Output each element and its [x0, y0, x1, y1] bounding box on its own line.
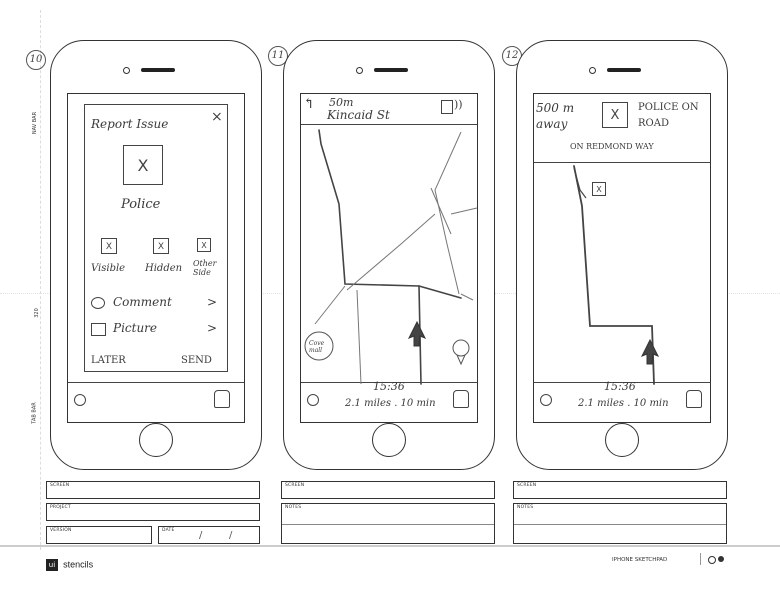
send-button[interactable]: SEND: [181, 355, 212, 366]
tab-bar-label: TAB BAR: [31, 402, 38, 424]
nav-bar-label: NAV BAR: [32, 111, 39, 135]
report-dialog: Report Issue × X Police X X X Visible Hi…: [84, 104, 228, 372]
date-separator: /: [199, 530, 203, 541]
later-button[interactable]: LATER: [91, 355, 126, 366]
eta-time: 15:36: [604, 380, 636, 393]
brand-name: stencils: [63, 559, 94, 570]
notes-rule: [282, 524, 494, 525]
project-field[interactable]: PROJECT: [46, 503, 260, 521]
comment-icon: [91, 297, 105, 309]
picture-label: Picture: [113, 321, 158, 335]
date-field-label: DATE: [162, 528, 175, 533]
screen-field[interactable]: SCREEN: [513, 481, 727, 499]
tab-bar-divider: [301, 382, 477, 383]
alert-divider: [534, 162, 710, 163]
notes-field-label: NOTES: [517, 505, 534, 510]
sound-waves: )): [454, 98, 463, 111]
nav-distance: 50m: [329, 96, 354, 109]
settings-icon[interactable]: [718, 556, 724, 562]
nav-street: Kincaid St: [327, 108, 390, 122]
notes-rule: [514, 524, 726, 525]
camera-icon: [91, 323, 106, 336]
screen-field-label: SCREEN: [285, 483, 305, 488]
speaker: [607, 68, 641, 72]
nav-bar-divider: [301, 124, 477, 125]
tab-bar-divider: [68, 382, 244, 383]
eta-summary: 2.1 miles . 10 min: [578, 398, 669, 409]
footer-separator: [700, 553, 701, 565]
route-map: [573, 165, 660, 385]
police-icon[interactable]: X: [123, 145, 163, 185]
map-marker-label: Cove mall: [309, 340, 325, 354]
visible-option-icon[interactable]: X: [101, 238, 117, 254]
date-separator: /: [229, 530, 233, 541]
guide-line: [40, 10, 41, 550]
picture-row[interactable]: Picture >: [91, 321, 221, 339]
search-icon[interactable]: [540, 394, 552, 406]
police-icon: X: [602, 102, 628, 128]
screen-field-label: SCREEN: [517, 483, 537, 488]
chevron-right-icon: >: [207, 321, 218, 335]
eta-time: 15:36: [373, 380, 405, 393]
home-button[interactable]: [372, 423, 406, 457]
date-field[interactable]: DATE / /: [158, 526, 260, 544]
screen-report-issue: Report Issue × X Police X X X Visible Hi…: [67, 93, 245, 423]
brand-icon: ui: [46, 558, 58, 571]
chevron-right-icon: >: [207, 295, 218, 309]
search-icon[interactable]: [307, 394, 319, 406]
turn-left-arrow-icon: ↰: [303, 96, 315, 112]
footer-divider: [0, 545, 780, 547]
screen-field[interactable]: SCREEN: [281, 481, 495, 499]
notes-field[interactable]: NOTES: [513, 503, 727, 544]
other-side-option-icon[interactable]: X: [197, 238, 211, 252]
alert-title: POLICE ON ROAD: [638, 102, 699, 129]
notes-field-label: NOTES: [285, 505, 302, 510]
version-field-label: VERSION: [50, 528, 72, 533]
thumbs-up-icon[interactable]: [453, 390, 469, 408]
hidden-option-label: Hidden: [145, 263, 183, 274]
screen-field[interactable]: SCREEN: [46, 481, 260, 499]
comment-label: Comment: [113, 295, 172, 309]
dialog-title: Report Issue: [91, 117, 169, 131]
mid-label: 320: [33, 308, 40, 318]
phone-frame-alert: 500 m away X POLICE ON ROAD ON REDMOND W…: [516, 40, 728, 470]
other-side-option-label: Other Side: [193, 259, 217, 277]
route-map: [304, 129, 478, 385]
screen-field-label: SCREEN: [50, 483, 70, 488]
close-icon[interactable]: ×: [211, 109, 223, 125]
screen-police-alert: 500 m away X POLICE ON ROAD ON REDMOND W…: [533, 93, 711, 423]
camera: [589, 67, 596, 74]
camera: [356, 67, 363, 74]
visible-option-label: Visible: [91, 263, 126, 274]
home-button[interactable]: [139, 423, 173, 457]
version-field[interactable]: VERSION: [46, 526, 152, 544]
frame-number: 10: [26, 50, 46, 70]
eta-summary: 2.1 miles . 10 min: [345, 398, 436, 409]
notes-field[interactable]: NOTES: [281, 503, 495, 544]
phone-frame-navigation: ↰ 50m Kincaid St )): [283, 40, 495, 470]
project-field-label: PROJECT: [50, 505, 71, 510]
alert-location: ON REDMOND WAY: [570, 142, 654, 151]
phone-frame-report: Report Issue × X Police X X X Visible Hi…: [50, 40, 262, 470]
speaker: [141, 68, 175, 72]
thumbs-up-icon[interactable]: [686, 390, 702, 408]
home-button[interactable]: [605, 423, 639, 457]
alert-distance: 500 m away: [536, 101, 575, 131]
search-icon[interactable]: [74, 394, 86, 406]
speaker: [374, 68, 408, 72]
speaker-icon[interactable]: [441, 100, 453, 114]
tab-bar-divider: [534, 382, 710, 383]
brand-logo: ui stencils: [46, 554, 94, 571]
hidden-option-icon[interactable]: X: [153, 238, 169, 254]
issue-type-label: Police: [121, 197, 161, 212]
screen-navigation: ↰ 50m Kincaid St )): [300, 93, 478, 423]
thumbs-up-icon[interactable]: [214, 390, 230, 408]
product-name: IPHONE SKETCHPAD: [612, 557, 668, 563]
police-marker-icon[interactable]: X: [592, 182, 606, 196]
globe-icon[interactable]: [708, 556, 716, 564]
camera: [123, 67, 130, 74]
comment-row[interactable]: Comment >: [91, 295, 221, 313]
